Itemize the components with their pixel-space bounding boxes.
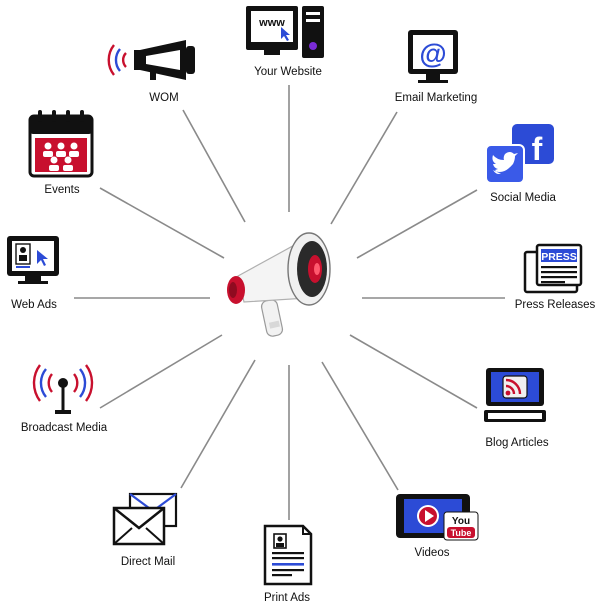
- connector-lines: [74, 85, 505, 520]
- email-monitor-icon: @: [408, 30, 458, 83]
- label-wom: WOM: [149, 92, 178, 104]
- megaphone-icon: [227, 232, 331, 337]
- label-direct-mail: Direct Mail: [121, 556, 175, 568]
- you-text: You: [452, 516, 470, 527]
- label-videos: Videos: [415, 547, 450, 559]
- label-social-media: Social Media: [490, 192, 556, 204]
- connector-blog-articles: [349, 334, 478, 409]
- newspaper-press-icon: PRESS: [523, 243, 583, 294]
- label-web-ads: Web Ads: [11, 299, 57, 311]
- website-computer-icon: www: [246, 6, 324, 58]
- video-tablet-icon: You Tube: [396, 494, 479, 541]
- label-broadcast-media: Broadcast Media: [21, 422, 108, 434]
- at-sign-text: @: [419, 38, 446, 69]
- tube-text: Tube: [451, 528, 472, 538]
- connector-email-marketing: [330, 111, 398, 225]
- web-ad-monitor-icon: [7, 236, 59, 284]
- rss-computer-icon: [484, 368, 546, 422]
- events-calendar-icon: [28, 110, 94, 178]
- label-blog-articles: Blog Articles: [485, 437, 549, 449]
- connector-direct-mail: [180, 359, 256, 489]
- label-events: Events: [44, 184, 79, 196]
- connector-events: [99, 187, 225, 259]
- connector-wom: [182, 109, 246, 223]
- connector-broadcast-media: [99, 334, 223, 409]
- label-print-ads: Print Ads: [264, 592, 310, 604]
- www-text: www: [258, 17, 285, 29]
- connector-social-media: [356, 189, 478, 259]
- envelope-icon: [112, 492, 178, 546]
- connector-videos: [321, 361, 399, 491]
- social-media-icon: f: [485, 124, 554, 184]
- label-your-website: Your Website: [254, 66, 322, 78]
- word-of-mouth-megaphone-icon: [107, 40, 195, 80]
- label-email-marketing: Email Marketing: [395, 92, 477, 104]
- label-press-releases: Press Releases: [515, 299, 596, 311]
- broadcast-antenna-icon: [32, 364, 94, 414]
- facebook-f-text: f: [532, 131, 543, 167]
- print-document-icon: [263, 524, 313, 586]
- press-text: PRESS: [541, 251, 577, 263]
